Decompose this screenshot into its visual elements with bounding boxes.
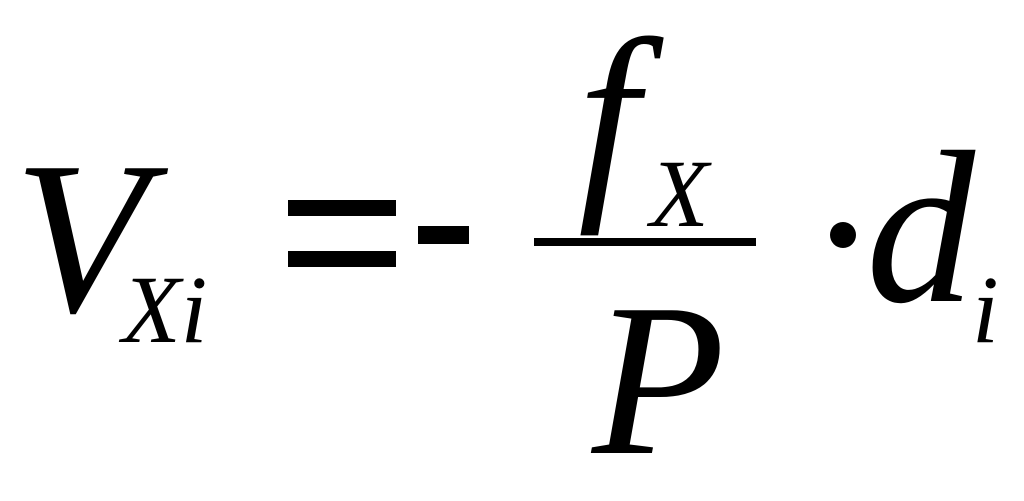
denominator-p: P: [592, 260, 726, 501]
multiplication-dot: [830, 222, 856, 248]
equals-sign-top-bar: [288, 200, 396, 216]
numerator-f: f: [578, 0, 639, 237]
fraction-bar: [534, 238, 756, 246]
equals-sign-bottom-bar: [288, 251, 396, 267]
subscript-i: i: [972, 256, 999, 363]
formula: V Xi f X P d i: [14, 0, 999, 490]
numerator-subscript-x: X: [650, 140, 709, 247]
subscript-xi: Xi: [122, 256, 208, 363]
variable-d: d: [866, 108, 975, 349]
variable-v: V: [14, 118, 148, 359]
minus-sign: [418, 226, 469, 244]
